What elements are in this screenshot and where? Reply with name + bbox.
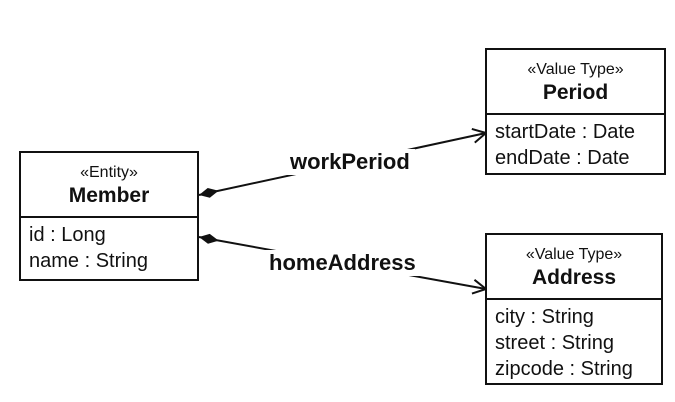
period-attributes-compartment: startDate : Date endDate : Date (487, 115, 664, 173)
member-title-compartment: «Entity» Member (21, 153, 197, 218)
class-box-member: «Entity» Member id : Long name : String (19, 151, 199, 281)
member-attributes-compartment: id : Long name : String (21, 218, 197, 279)
attribute-row: id : Long (29, 224, 106, 246)
attribute-row: endDate : Date (495, 147, 630, 169)
period-title-compartment: «Value Type» Period (487, 50, 664, 115)
attribute-row: city : String (495, 306, 594, 328)
attribute-row: zipcode : String (495, 358, 633, 380)
address-stereotype: «Value Type» (525, 245, 623, 263)
class-box-period: «Value Type» Period startDate : Date end… (485, 48, 666, 175)
association-label-homeaddress: homeAddress (264, 250, 421, 276)
member-class-name: Member (68, 183, 150, 207)
class-box-address: «Value Type» Address city : String stree… (485, 233, 663, 385)
attribute-row: startDate : Date (495, 121, 636, 143)
address-class-name: Address (531, 265, 617, 289)
address-title-compartment: «Value Type» Address (487, 235, 661, 300)
attribute-row: name : String (29, 250, 148, 272)
period-stereotype: «Value Type» (527, 60, 624, 78)
address-attributes-compartment: city : String street : String zipcode : … (487, 300, 661, 383)
period-class-name: Period (542, 80, 609, 104)
association-label-workperiod: workPeriod (285, 149, 415, 175)
attribute-row: street : String (495, 332, 614, 354)
member-stereotype: «Entity» (80, 163, 138, 181)
